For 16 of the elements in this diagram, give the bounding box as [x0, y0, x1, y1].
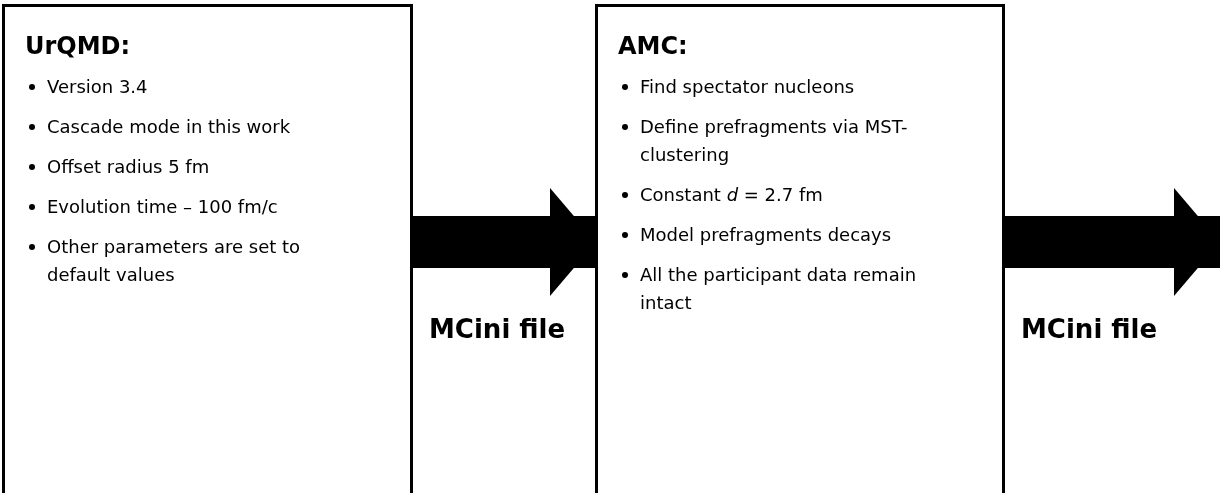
list-item: Constant d = 2.7 fm — [640, 183, 823, 207]
list-item: Other parameters are set to default values — [47, 235, 302, 287]
list-item: Find spectator nucleons — [640, 75, 855, 99]
list-item: Offset radius 5 fm — [47, 155, 210, 179]
block-arrow — [1004, 188, 1220, 296]
box-heading: UrQMD: — [25, 31, 132, 61]
list-item: Define prefragments via MST-clustering — [640, 115, 909, 167]
process-box — [2, 4, 413, 493]
block-arrow — [412, 188, 596, 296]
box-heading: AMC: — [618, 31, 689, 61]
process-box — [595, 4, 1005, 493]
list-item: Version 3.4 — [47, 75, 148, 99]
list-item: Model prefragments decays — [640, 223, 892, 247]
list-item: Cascade mode in this work — [47, 115, 291, 139]
list-item: All the participant data remain intact — [640, 263, 918, 315]
list-item: Evolution time – 100 fm/c — [47, 195, 278, 219]
